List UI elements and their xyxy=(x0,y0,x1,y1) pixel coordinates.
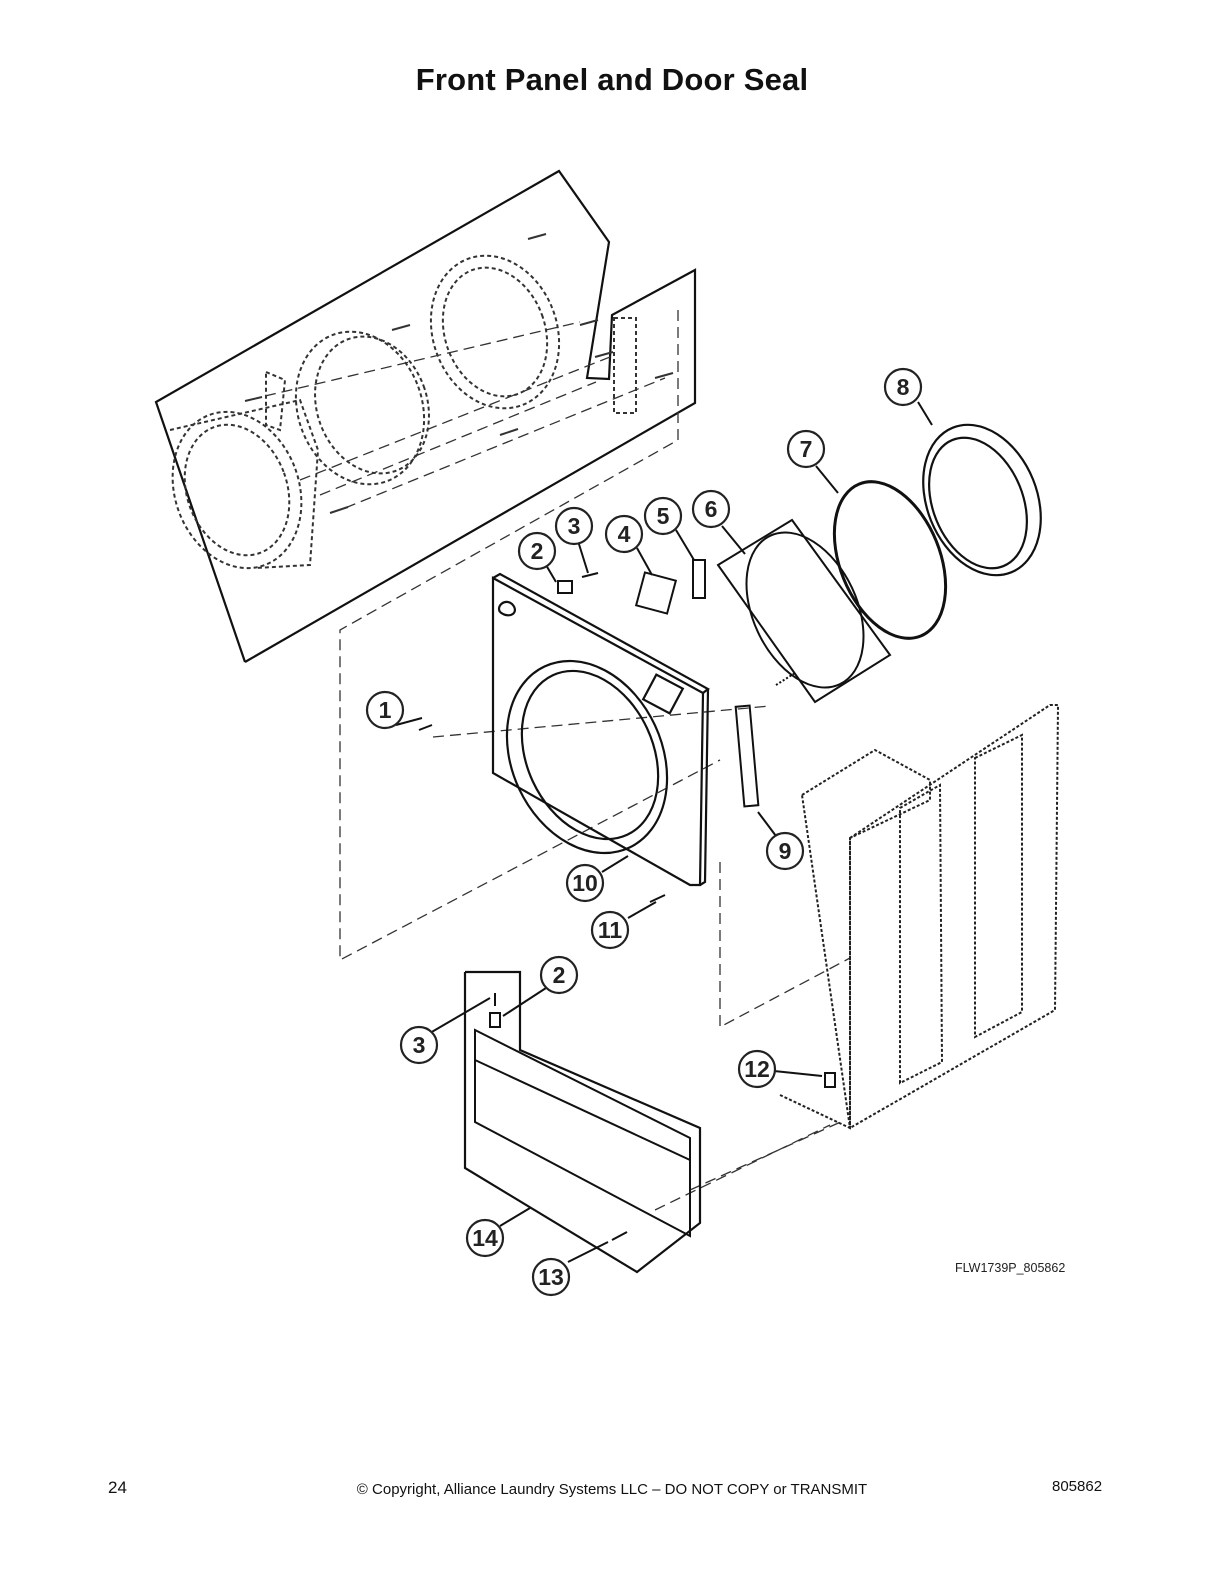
door-assembly-inset xyxy=(154,169,697,663)
svg-text:6: 6 xyxy=(705,496,718,522)
callout-2-lower: 2 xyxy=(539,955,579,995)
callout-11: 11 xyxy=(590,910,630,950)
svg-text:4: 4 xyxy=(618,521,631,547)
leader-arrows xyxy=(395,401,933,1263)
callout-2: 2 xyxy=(517,531,557,571)
door-alignment-lines xyxy=(264,321,666,509)
callout-7: 7 xyxy=(786,429,826,469)
figure-code: FLW1739P_805862 xyxy=(955,1261,1066,1275)
svg-text:12: 12 xyxy=(744,1056,770,1082)
door-assembly-parts xyxy=(169,254,637,570)
lower-panel xyxy=(474,993,691,1238)
page-title: Front Panel and Door Seal xyxy=(415,62,809,97)
callout-1: 1 xyxy=(365,690,405,730)
svg-text:9: 9 xyxy=(779,838,792,864)
door-seal xyxy=(922,423,1042,577)
svg-text:10: 10 xyxy=(572,870,598,896)
svg-text:3: 3 xyxy=(568,513,581,539)
svg-text:14: 14 xyxy=(472,1225,498,1251)
page-number: 24 xyxy=(108,1478,127,1497)
svg-text:1: 1 xyxy=(379,697,392,723)
lock-parts xyxy=(557,559,706,615)
callout-13: 13 xyxy=(531,1257,571,1297)
document-number: 805862 xyxy=(1052,1478,1103,1495)
door-screws xyxy=(244,233,674,514)
small-screws xyxy=(418,724,836,1241)
front-panel xyxy=(491,572,710,887)
svg-text:11: 11 xyxy=(598,917,623,943)
callout-12: 12 xyxy=(737,1049,777,1089)
svg-text:3: 3 xyxy=(413,1032,426,1058)
callout-6: 6 xyxy=(691,489,731,529)
callout-8: 8 xyxy=(883,367,923,407)
callout-4: 4 xyxy=(604,514,644,554)
callout-3-lower: 3 xyxy=(399,1025,439,1065)
callout-9: 9 xyxy=(765,831,805,871)
svg-text:2: 2 xyxy=(553,962,566,988)
seal-box xyxy=(716,518,892,704)
hinge-plate xyxy=(734,704,760,808)
clamp-ring xyxy=(832,480,948,640)
lower-panel-box xyxy=(463,970,702,1274)
callout-5: 5 xyxy=(643,496,683,536)
svg-text:2: 2 xyxy=(531,538,544,564)
callout-3: 3 xyxy=(554,506,594,546)
callout-14: 14 xyxy=(465,1218,505,1258)
svg-text:8: 8 xyxy=(897,374,910,400)
svg-text:13: 13 xyxy=(538,1264,564,1290)
cabinet xyxy=(779,704,1060,1130)
svg-text:5: 5 xyxy=(657,503,670,529)
assembly-dashed-outline xyxy=(339,310,851,1211)
callout-10: 10 xyxy=(565,863,605,903)
svg-text:7: 7 xyxy=(800,436,813,462)
copyright-notice: © Copyright, Alliance Laundry Systems LL… xyxy=(356,1481,868,1498)
